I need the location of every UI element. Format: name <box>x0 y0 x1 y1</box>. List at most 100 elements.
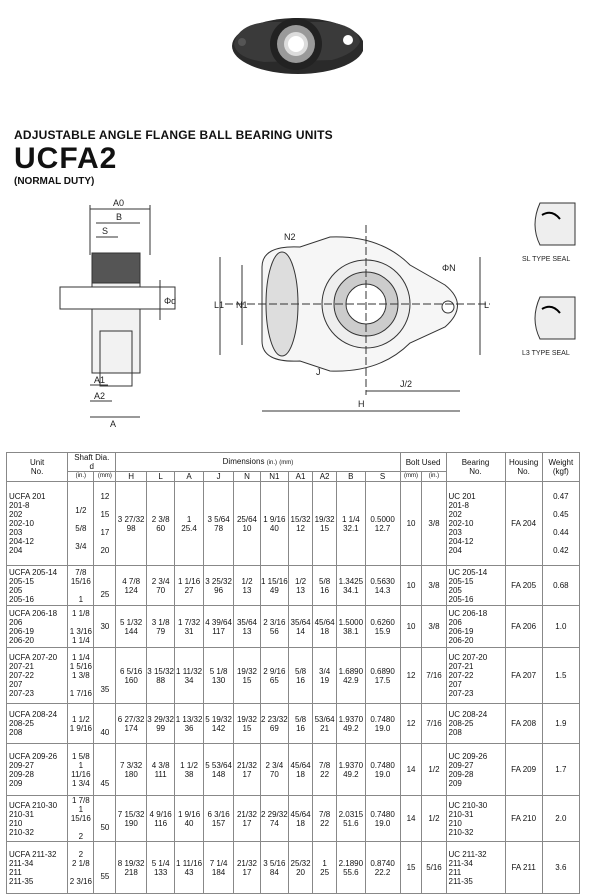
duty-label: (NORMAL DUTY) <box>14 176 95 187</box>
cell-n1: 1 15/16 49 <box>259 565 290 606</box>
label-phi-d: Φd <box>164 296 176 306</box>
cell-unit: UCFA 201 201-8 202 202-10 203 204-12 204 <box>5 481 69 566</box>
cell-housing: FA 205 <box>504 565 543 606</box>
cell-shaft-in: 1 7/8 1 15/16 2 <box>67 795 95 842</box>
cell-l: 4 3/8 111 <box>145 743 176 796</box>
cell-h: 3 27/32 98 <box>115 481 147 566</box>
cell-a2: 45/64 18 <box>312 605 338 648</box>
cell-shaft-mm: 45 <box>93 743 117 796</box>
cell-shaft-mm: 25 <box>93 565 117 606</box>
cell-bearing: UC 210-30 210-31 210 210-32 <box>445 795 506 842</box>
th-dim-l: L <box>145 471 176 482</box>
cell-l: 5 1/4 133 <box>145 841 176 894</box>
cell-bearing: UC 211-32 211-34 211 211-35 <box>445 841 506 894</box>
cell-n1: 2 23/32 69 <box>259 703 290 744</box>
cell-j: 7 1/4 184 <box>202 841 235 894</box>
cell-a1: 45/64 18 <box>288 795 314 842</box>
label-a0: A0 <box>113 198 124 208</box>
cell-weight: 1.5 <box>541 647 581 704</box>
cell-weight: 1.0 <box>541 605 581 648</box>
cell-weight: 1.7 <box>541 743 581 796</box>
cell-b: 1.3425 34.1 <box>336 565 366 606</box>
cell-j: 3 5/64 78 <box>202 481 235 566</box>
label-a2: A2 <box>94 391 105 401</box>
cell-shaft-mm: 12 15 17 20 <box>93 481 117 566</box>
cell-bolt-mm: 12 <box>399 647 423 704</box>
th-dim-n1: N1 <box>259 471 290 482</box>
cell-housing: FA 207 <box>504 647 543 704</box>
cell-bearing: UC 209-26 209-27 209-28 209 <box>445 743 506 796</box>
cell-a: 1 9/16 40 <box>174 795 204 842</box>
cell-a1: 45/64 18 <box>288 743 314 796</box>
cell-l: 2 3/8 60 <box>145 481 176 566</box>
cell-bolt-mm: 12 <box>399 703 423 744</box>
label-a1: A1 <box>94 375 105 385</box>
cell-weight: 1.9 <box>541 703 581 744</box>
cell-j: 5 53/64 148 <box>202 743 235 796</box>
front-view-drawing <box>219 225 490 412</box>
cell-n: 19/32 15 <box>233 647 261 704</box>
cell-h: 6 5/16 160 <box>115 647 147 704</box>
cell-n1: 3 5/16 84 <box>259 841 290 894</box>
cell-weight: 3.6 <box>541 841 581 894</box>
cell-bolt-in: 7/16 <box>421 647 447 704</box>
cell-a2: 7/8 22 <box>312 795 338 842</box>
cell-n1: 1 9/16 40 <box>259 481 290 566</box>
seal-detail-drawings <box>534 202 576 340</box>
th-dim-b: B <box>336 471 366 482</box>
cell-housing: FA 208 <box>504 703 543 744</box>
cell-j: 6 3/16 157 <box>202 795 235 842</box>
cell-n1: 2 29/32 74 <box>259 795 290 842</box>
cell-b: 1.5000 38.1 <box>336 605 366 648</box>
cell-a1: 15/32 12 <box>288 481 314 566</box>
cell-n: 19/32 15 <box>233 703 261 744</box>
cell-a: 1 25.4 <box>174 481 204 566</box>
cell-a: 1 11/16 43 <box>174 841 204 894</box>
cell-bearing: UC 206-18 206 206-19 206-20 <box>445 605 506 648</box>
th-weight: Weight(kgf) <box>541 452 581 482</box>
cell-shaft-in: 1/2 5/8 3/4 <box>67 481 95 566</box>
cell-j: 5 1/8 130 <box>202 647 235 704</box>
th-dim-s: S <box>364 471 401 482</box>
th-dim-a2: A2 <box>312 471 338 482</box>
th-dim-a: A <box>174 471 204 482</box>
cell-a2: 1 25 <box>312 841 338 894</box>
cell-bolt-in: 5/16 <box>421 841 447 894</box>
cell-h: 7 15/32 190 <box>115 795 147 842</box>
label-j-half: J/2 <box>400 379 412 389</box>
cell-bolt-mm: 10 <box>399 605 423 648</box>
cell-shaft-mm: 50 <box>93 795 117 842</box>
cell-shaft-in: 1 1/2 1 9/16 <box>67 703 95 744</box>
cell-h: 8 19/32 218 <box>115 841 147 894</box>
cell-bearing: UC 207-20 207-21 207-22 207 207-23 <box>445 647 506 704</box>
cell-a: 1 1/2 38 <box>174 743 204 796</box>
cell-shaft-in: 2 2 1/8 2 3/16 <box>67 841 95 894</box>
cell-bolt-in: 7/16 <box>421 703 447 744</box>
cell-b: 2.1890 55.6 <box>336 841 366 894</box>
cell-n: 21/32 17 <box>233 841 261 894</box>
cell-shaft-mm: 55 <box>93 841 117 894</box>
cell-unit: UCFA 211-32 211-34 211 211-35 <box>5 841 69 894</box>
cell-l: 2 3/4 70 <box>145 565 176 606</box>
cell-bolt-mm: 10 <box>399 565 423 606</box>
cell-unit: UCFA 209-26 209-27 209-28 209 <box>5 743 69 796</box>
cell-s: 0.5000 12.7 <box>364 481 401 566</box>
cell-a1: 5/8 16 <box>288 703 314 744</box>
cell-housing: FA 209 <box>504 743 543 796</box>
cell-weight: 0.68 <box>541 565 581 606</box>
cell-a: 1 13/32 36 <box>174 703 204 744</box>
cell-n: 35/64 13 <box>233 605 261 648</box>
cell-a1: 25/32 20 <box>288 841 314 894</box>
th-dim-n: N <box>233 471 261 482</box>
cell-h: 7 3/32 180 <box>115 743 147 796</box>
cell-n1: 2 3/4 70 <box>259 743 290 796</box>
label-l3-seal: L3 TYPE SEAL <box>522 350 570 357</box>
